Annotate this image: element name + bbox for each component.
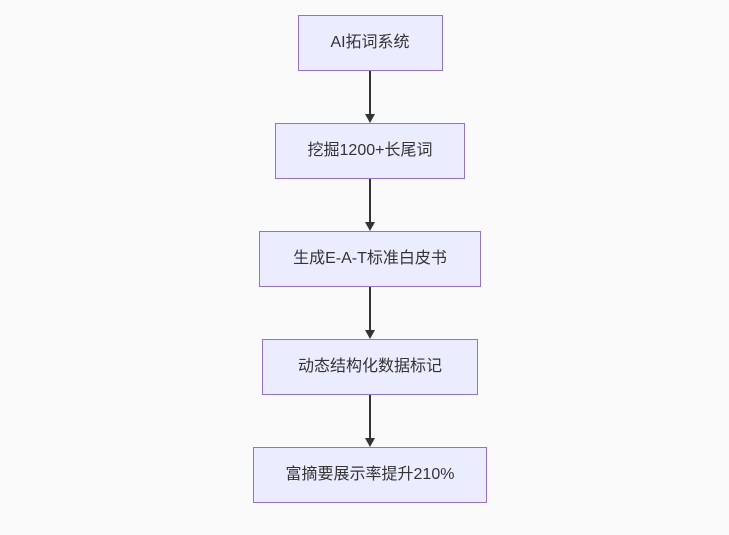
node-label: 生成E-A-T标准白皮书: [293, 250, 447, 267]
arrow-down-edge: [365, 287, 375, 339]
node-label: 挖掘1200+长尾词: [307, 142, 433, 159]
arrow-down-edge: [365, 71, 375, 123]
node-label: 富摘要展示率提升210%: [285, 466, 455, 483]
arrowhead-icon: [365, 438, 375, 447]
node-rich-snippet-uplift: 富摘要展示率提升210%: [253, 447, 487, 503]
arrowhead-icon: [365, 330, 375, 339]
arrowhead-icon: [365, 114, 375, 123]
node-dynamic-structured-data: 动态结构化数据标记: [262, 339, 478, 395]
arrowhead-icon: [365, 222, 375, 231]
node-ai-word-expansion-system: AI拓词系统: [297, 15, 443, 71]
node-label: 动态结构化数据标记: [297, 358, 442, 375]
node-eat-whitepaper: 生成E-A-T标准白皮书: [259, 231, 481, 287]
node-label: AI拓词系统: [330, 34, 410, 51]
node-longtail-keyword-mining: 挖掘1200+长尾词: [275, 123, 465, 179]
flowchart: AI拓词系统 挖掘1200+长尾词 生成E-A-T标准白皮书 动态结构化数据标记…: [253, 15, 487, 503]
arrow-down-edge: [365, 395, 375, 447]
arrow-down-edge: [365, 179, 375, 231]
